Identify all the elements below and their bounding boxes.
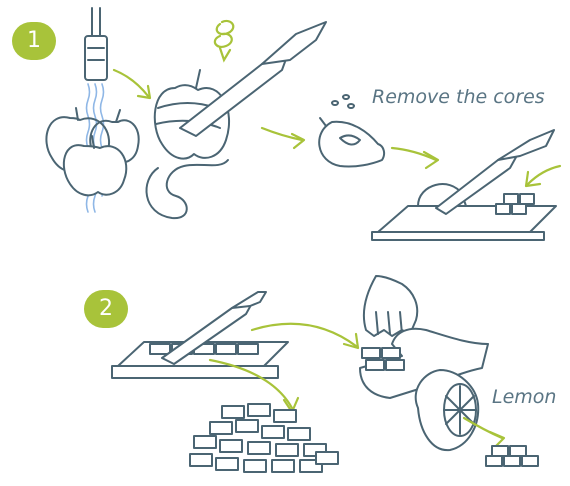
arrowhead-icon <box>292 134 304 148</box>
apple-cubes-icon <box>362 348 404 370</box>
apples-icon <box>46 108 138 195</box>
arrow-icon <box>114 70 148 96</box>
faucet-icon <box>85 8 107 80</box>
caption-lemon: Lemon <box>492 386 556 408</box>
step-badge-1: 1 <box>12 22 56 60</box>
step-badge-2: 2 <box>84 290 128 328</box>
knife-icon <box>180 22 326 136</box>
caption-remove-cores: Remove the cores <box>372 86 545 108</box>
arrow-icon <box>528 166 560 184</box>
apple-cubes-pile-icon <box>190 404 338 472</box>
arrow-icon <box>262 128 302 140</box>
apple-cubes-icon <box>486 446 538 466</box>
arrow-icon <box>210 360 292 408</box>
arrowhead-icon <box>424 152 438 168</box>
apple-cubes-icon <box>150 344 258 354</box>
cutting-board-icon <box>112 342 288 378</box>
lemon-icon <box>416 370 479 450</box>
knife-icon <box>436 130 554 214</box>
